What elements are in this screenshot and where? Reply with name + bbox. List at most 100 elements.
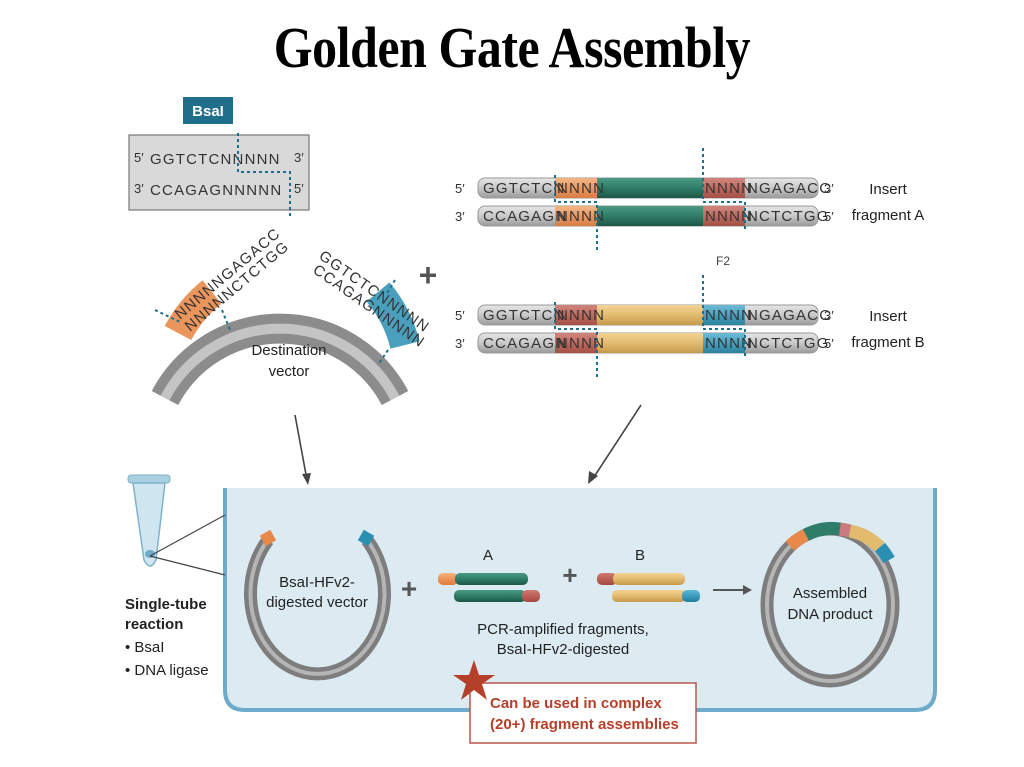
cut-line	[702, 148, 746, 230]
arrow-head	[743, 585, 752, 595]
blue-segment	[874, 542, 895, 564]
strand-right-seq: NCTCTGG	[747, 335, 830, 352]
top-strand-sequence: GGTCTCNNNNN	[150, 151, 281, 168]
fragment-b-label: B	[635, 547, 645, 564]
fragment-body	[597, 178, 703, 198]
tube-title: reaction	[125, 616, 183, 633]
orange-overhang	[164, 280, 222, 341]
product-label: DNA product	[787, 606, 873, 623]
strand-left-seq: CCAGAGN	[483, 208, 567, 225]
fragment-a-label: A	[483, 547, 493, 564]
strand-right-seq: NGAGACC	[747, 307, 831, 324]
stray-label: F2	[716, 254, 730, 268]
strand-end-label: 3′	[455, 336, 465, 351]
bsai-recognition-site: BsaI 5′ GGTCTCNNNNN 3′ 3′ CCAGAGNNNNN 5′	[128, 97, 310, 218]
strand-end-label: 5′	[455, 181, 465, 196]
strand-right-overhang: NNNN	[705, 208, 753, 225]
right-overhang-block	[703, 206, 745, 226]
orange-segment	[785, 529, 809, 551]
fragment-body	[597, 305, 703, 325]
page-title: Golden Gate Assembly	[273, 15, 751, 80]
zoom-line	[149, 514, 226, 557]
plus-sign: +	[419, 257, 438, 293]
fragment-body	[597, 206, 703, 226]
tube-icon	[127, 474, 171, 567]
plus-sign: +	[562, 560, 577, 590]
arrow-head	[588, 471, 598, 484]
fragments-caption: BsaI-HFv2-digested	[497, 641, 630, 658]
plus-sign: +	[401, 573, 417, 604]
cut-line	[702, 275, 746, 357]
vector-arc-highlight	[160, 323, 400, 401]
cut-line	[237, 133, 291, 218]
zoom-line	[149, 555, 226, 576]
left-overhang-block	[555, 333, 597, 353]
cut-line	[554, 175, 598, 250]
callout: Can be used in complex (20+) fragment as…	[453, 660, 697, 744]
strand-end-label: 3′	[824, 181, 834, 196]
strand-left-seq: GGTCTCN	[483, 180, 566, 197]
arrow-vector-to-reaction	[294, 414, 308, 481]
right-overhang-block	[703, 178, 745, 198]
bottom-strand-sequence: CCAGAGNNNNN	[150, 182, 282, 199]
left-overhang-block	[555, 206, 597, 226]
strand-end-label: 3′	[455, 209, 465, 224]
fragment-label: fragment A	[852, 207, 925, 224]
strand-right-seq: NCTCTGG	[747, 208, 830, 225]
assembled-product: Assembled DNA product	[760, 521, 900, 688]
digested-vector: BsaI-HFv2- digested vector	[244, 529, 391, 681]
three-prime-label: 3′	[294, 150, 304, 165]
orange-end	[259, 529, 277, 547]
strand-end-label: 5′	[455, 308, 465, 323]
fragment-label: fragment B	[851, 334, 924, 351]
strand-left-overhang: NNNN	[557, 208, 605, 225]
green-segment	[802, 521, 842, 541]
gold-segment	[848, 524, 885, 552]
strand-right-overhang: NNNN	[705, 180, 753, 197]
mini-fragment-b	[597, 573, 700, 602]
fragment-label: Insert	[869, 308, 907, 325]
reaction-fill	[225, 488, 935, 710]
arrow-fragments-to-reaction	[591, 404, 642, 481]
strand-left-overhang: NNNN	[557, 180, 605, 197]
five-prime-label: 5′	[134, 150, 144, 165]
bsai-tag	[183, 97, 233, 124]
left-overhang-block	[555, 178, 597, 198]
callout-box	[469, 682, 697, 744]
fragments-caption: PCR-amplified fragments,	[477, 621, 649, 638]
bsai-tag-label: BsaI	[192, 103, 224, 120]
five-prime-label: 5′	[294, 181, 304, 196]
strand-left-overhang: NNNN	[557, 335, 605, 352]
mini-fragment-a	[438, 573, 540, 602]
arrow-head	[302, 473, 311, 485]
cut-line	[554, 302, 598, 377]
vector-label: Destination	[251, 342, 326, 359]
callout-line: Can be used in complex	[490, 695, 662, 712]
strand-left-overhang: NNNN	[557, 307, 605, 324]
cut-line	[154, 309, 181, 323]
strand-left-seq: CCAGAGN	[483, 335, 567, 352]
digested-vector-label: digested vector	[266, 594, 368, 611]
strand-end-label: 5′	[824, 336, 834, 351]
fragment-label: Insert	[869, 181, 907, 198]
vector-label: vector	[269, 363, 310, 380]
fragment-body	[597, 333, 703, 353]
cut-line	[385, 279, 396, 296]
blue-end	[357, 529, 375, 547]
reagent-item: • DNA ligase	[125, 662, 209, 679]
strand-left-seq: GGTCTCN	[483, 307, 566, 324]
callout-line: (20+) fragment assemblies	[490, 716, 679, 733]
red-segment	[839, 522, 852, 538]
right-overhang-block	[703, 333, 745, 353]
three-prime-label: 3′	[134, 181, 144, 196]
blue-overhang	[366, 282, 420, 349]
destination-vector: NNNNNGAGACC NNNNNCTCTGG GGTCTCNNNNN CCAG…	[151, 225, 433, 406]
vector-left-top-seq: NNNNNGAGACC	[172, 225, 284, 323]
strand-right-seq: NGAGACC	[747, 180, 831, 197]
strand-right-overhang: NNNN	[705, 335, 753, 352]
strand-right-overhang: NNNN	[705, 307, 753, 324]
